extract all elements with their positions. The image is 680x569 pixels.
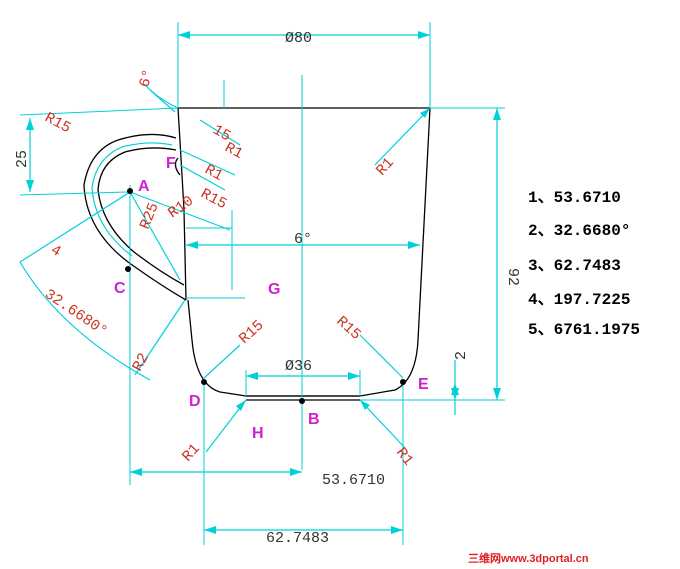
arc-angle-top (144, 84, 179, 109)
handle-joint-f (174, 157, 181, 176)
cup-left-wall (177, 107, 187, 301)
text-bottom-width: Ø36 (285, 358, 312, 375)
text-r10-handle: R10 (165, 193, 197, 222)
label-b: B (308, 411, 320, 428)
point-a-dot (127, 188, 133, 194)
point-d-dot (201, 379, 207, 385)
leader-r1-top (374, 107, 431, 166)
point-e-dot (400, 379, 406, 385)
text-r1-right-top: R1 (373, 155, 398, 180)
handle-center-line (91, 142, 173, 257)
label-h: H (252, 425, 264, 442)
leader-r1-br (359, 399, 406, 449)
handle-inner (97, 147, 185, 286)
text-15: 15 (210, 122, 234, 146)
text-d-e: 62.7483 (266, 530, 329, 547)
leader-r145 (129, 191, 231, 231)
text-angle-mid: 6° (294, 231, 312, 248)
text-height: 92 (504, 268, 521, 286)
text-r15-bottom-right: R15 (333, 313, 364, 344)
leader-r25 (129, 191, 181, 281)
label-a: A (138, 178, 150, 195)
cup-body (177, 107, 431, 401)
text-25: 25 (14, 150, 31, 168)
text-r25-handle: R25 (137, 200, 163, 231)
label-g: G (268, 281, 280, 298)
point-c-dot (125, 266, 131, 272)
construction-lines (19, 22, 505, 545)
leader-r1-handle-2 (179, 164, 226, 191)
leader-r15-right (359, 334, 404, 379)
label-f: F (166, 155, 176, 172)
r15-leader-line (19, 107, 179, 116)
point-b-dot (299, 398, 305, 404)
text-top-width: Ø80 (285, 30, 312, 47)
text-angle-top: 6° (136, 67, 157, 89)
text-r15-bottom-left: R15 (236, 317, 267, 348)
label-d: D (189, 393, 201, 410)
leader-r2 (134, 299, 186, 376)
arc-handle-angle (19, 261, 151, 381)
text-r1-handle-b: R1 (202, 161, 226, 184)
result-4: 4、197.7225 (528, 291, 630, 309)
handle-outer (83, 133, 187, 301)
text-a-b: 53.6710 (322, 472, 385, 489)
text-r15-left-top: R15 (42, 109, 74, 137)
leader-r15-left (203, 344, 241, 379)
text-r1-handle-a: R1 (222, 139, 246, 162)
label-e: E (418, 376, 429, 393)
text-r2-handle: R2 (129, 350, 152, 374)
result-1: 1、53.6710 (528, 189, 621, 207)
leader-r1-handle (179, 149, 236, 176)
leader-4 (19, 191, 131, 263)
leader-15 (199, 119, 241, 146)
text-2: 2 (453, 351, 470, 360)
cup-handle (83, 133, 187, 301)
text-4: 4 (48, 242, 64, 261)
results-list: 1、53.6710 2、32.6680° 3、62.7483 4、197.722… (528, 189, 640, 339)
dimension-lines (19, 31, 501, 534)
text-r1-bottom-right: R1 (392, 445, 416, 470)
a-horizontal (19, 191, 131, 196)
result-5: 5、6761.1975 (528, 321, 640, 339)
watermark: 三维网www.3dportal.cn (468, 551, 589, 565)
text-handle-angle: 32.6680° (41, 286, 110, 340)
label-c: C (114, 280, 126, 297)
points: A B C D E F G H (114, 155, 429, 442)
text-r1-bottom-left: R1 (179, 441, 204, 466)
result-3: 3、62.7483 (528, 257, 621, 275)
result-2: 2、32.6680° (528, 222, 630, 240)
